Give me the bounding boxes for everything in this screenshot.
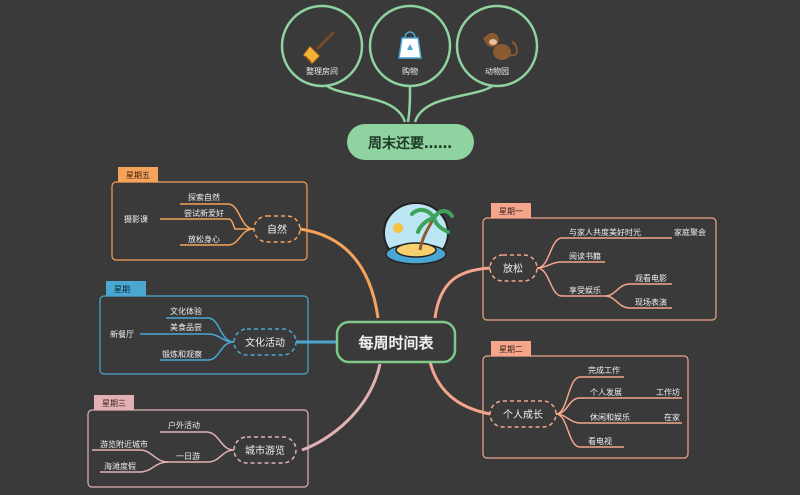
subitem-label: 现场表演 [635, 297, 667, 307]
branch-wednesday: 星期三 城市游览 户外活动 一日游 游览附近城市 海滩度假 [87, 395, 309, 488]
day-tag [106, 281, 146, 296]
topic-relax[interactable] [489, 254, 538, 282]
topic-growth[interactable] [489, 400, 557, 428]
item-label: 锻炼和观察 [162, 349, 202, 359]
weekend-item-label: 整理房间 [306, 66, 338, 76]
item-label: 与家人共度美好时光 [569, 227, 641, 237]
weekend-item-label: 动物园 [485, 66, 509, 76]
weekend-topic[interactable]: 周末还要…… [347, 124, 474, 160]
weekend-item-label: 购物 [402, 66, 418, 76]
item-label: 户外活动 [168, 420, 200, 430]
island-icon [383, 202, 454, 265]
topic-label: 城市游览 [245, 444, 285, 457]
weekend-topic-label: 周末还要…… [368, 135, 452, 152]
day-tag-label: 星期三 [102, 399, 126, 408]
day-tag [118, 167, 158, 182]
branch-monday: 星期一 放松 与家人共度美好时光 阅读书籍 享受娱乐 家庭聚会 观看电影 现场表… [482, 203, 717, 321]
day-tag [491, 341, 531, 356]
item-label: 休闲和娱乐 [590, 412, 630, 422]
item-label: 尝试新爱好 [184, 208, 224, 218]
item-label: 美食品尝 [170, 322, 202, 332]
item-label: 完成工作 [588, 365, 620, 375]
day-tag-label: 星期五 [126, 171, 150, 180]
day-tag [491, 203, 531, 218]
topic-label: 文化活动 [245, 336, 285, 349]
subitem-label: 观看电影 [635, 273, 667, 283]
note-label: 摄影课 [124, 214, 148, 224]
branch-tuesday: 星期二 个人成长 完成工作 个人发展 休闲和娱乐 看电视 工作坊 在家 [482, 341, 689, 459]
day-tag [94, 395, 134, 410]
item-label: 文化体验 [170, 306, 202, 316]
topic-label: 个人成长 [503, 409, 543, 421]
main-branches [296, 227, 491, 452]
shopping-bag-icon [398, 31, 422, 59]
item-label: 一日游 [176, 451, 200, 461]
subitem-label: 在家 [664, 412, 680, 422]
day-tag-label: 星期 [114, 285, 130, 294]
day-tag-label: 星期一 [499, 207, 523, 216]
monkey-icon [483, 33, 518, 60]
weekend-item-tidy[interactable]: 整理房间 [280, 4, 364, 88]
item-label: 享受娱乐 [569, 285, 601, 295]
item-label: 看电视 [588, 436, 612, 446]
branch-weekday: 星期 文化活动 文化体验 美食品尝 锻炼和观察 新餐厅 [99, 281, 309, 375]
note-label: 新餐厅 [110, 329, 134, 339]
subitem-label: 游览附近城市 [100, 439, 148, 449]
center-topic-label: 每周时间表 [358, 334, 434, 352]
topic-city-tour[interactable] [233, 436, 297, 464]
day-tag-label: 星期二 [499, 345, 523, 354]
topic-culture[interactable] [233, 328, 297, 356]
item-label: 探索自然 [188, 192, 220, 202]
branch-friday: 星期五 自然 探索自然 尝试新爱好 放松身心 摄影课 [111, 167, 308, 261]
weekend-item-zoo[interactable]: 动物园 [455, 4, 539, 88]
topic-label: 自然 [267, 223, 287, 236]
item-label: 放松身心 [188, 234, 220, 244]
topic-nature[interactable] [253, 215, 301, 243]
center-topic[interactable]: 每周时间表 [335, 320, 457, 364]
topic-label: 放松 [503, 262, 523, 275]
subitem-label: 家庭聚会 [674, 227, 706, 237]
item-label: 个人发展 [590, 387, 622, 397]
subitem-label: 工作坊 [656, 387, 680, 397]
weekend-item-shopping[interactable]: 购物 [368, 4, 452, 88]
broom-icon [302, 31, 335, 65]
item-label: 阅读书籍 [569, 251, 601, 261]
subitem-label: 海滩度假 [104, 461, 136, 471]
